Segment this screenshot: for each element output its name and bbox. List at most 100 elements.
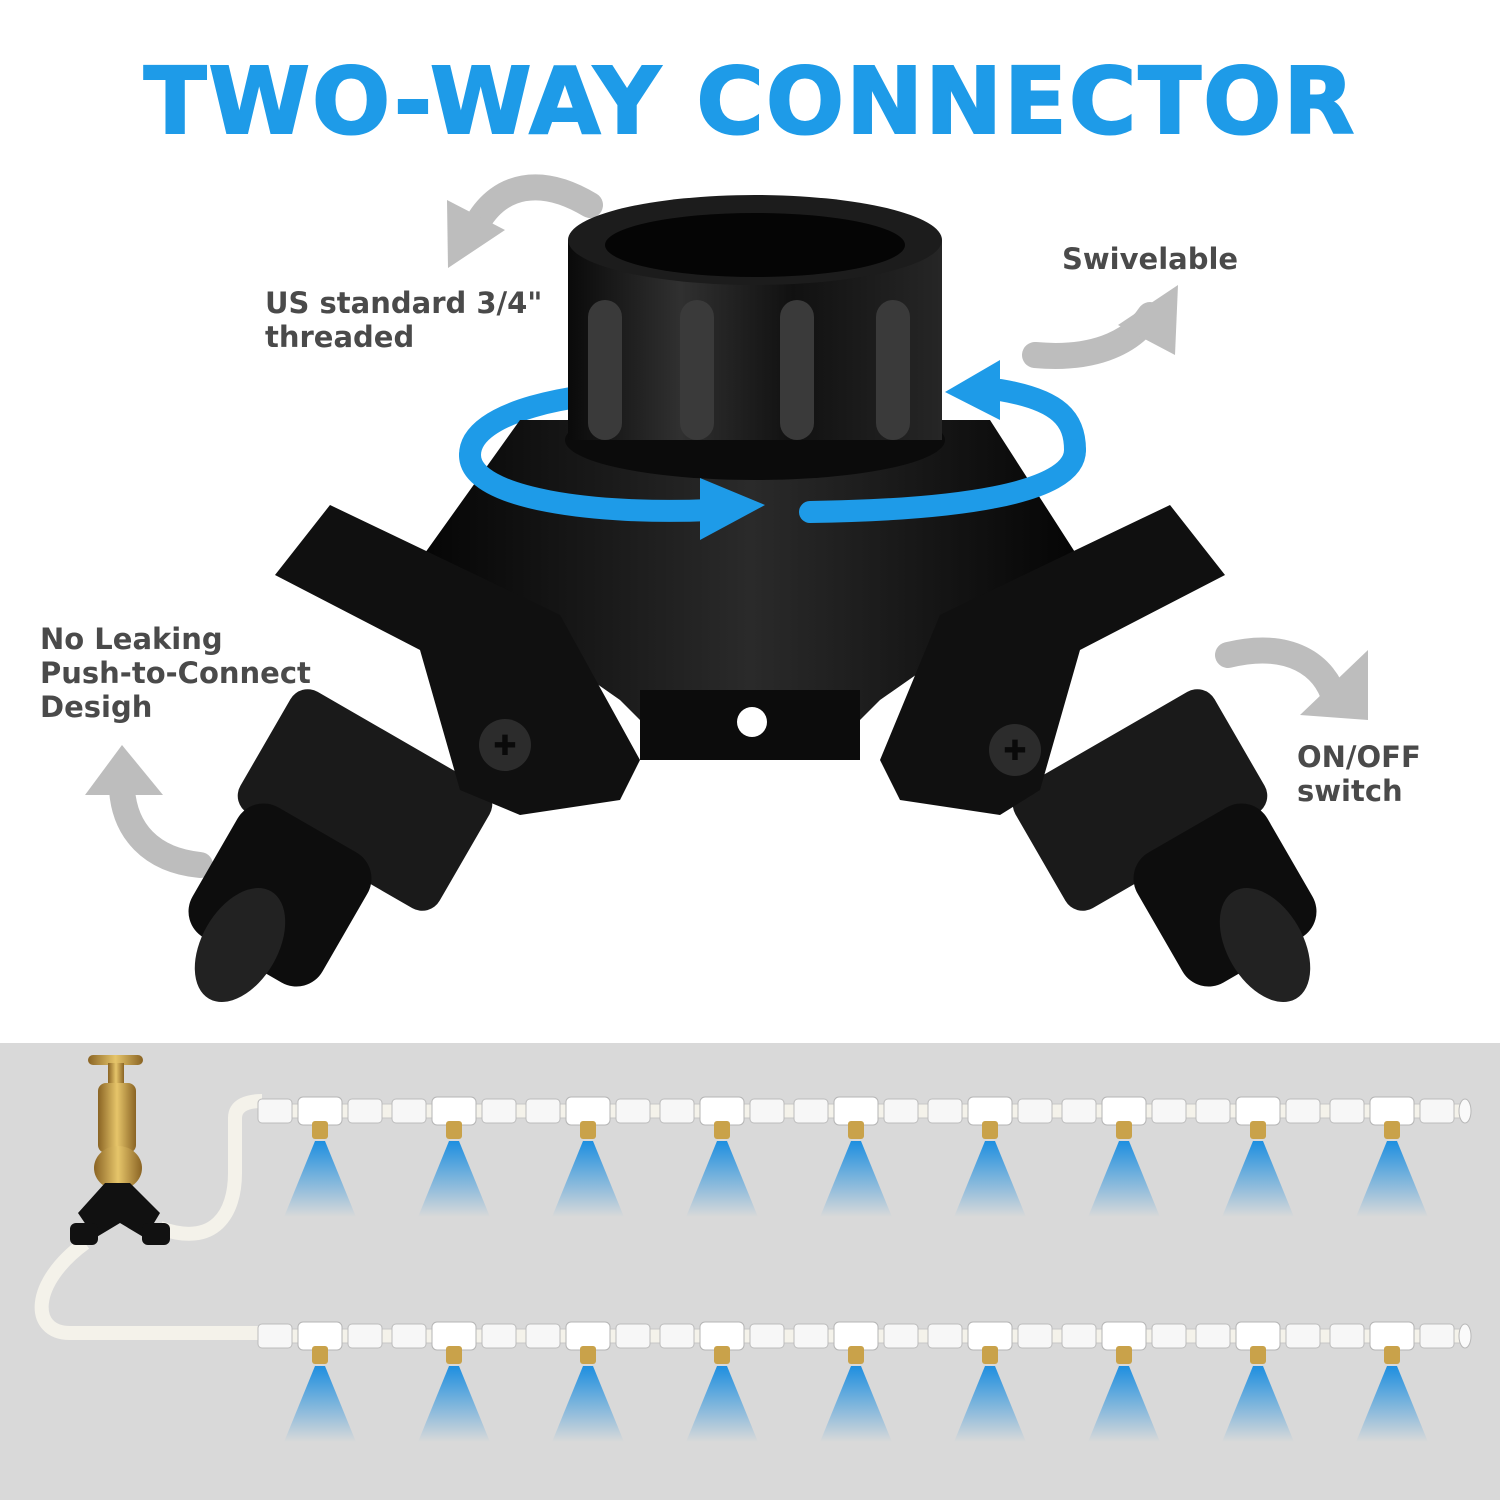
curved-arrow-icon: [109, 777, 213, 878]
tee-fitting: [967, 1096, 1013, 1126]
tee-fitting: [833, 1096, 879, 1126]
svg-text:✚: ✚: [1003, 734, 1026, 767]
coupler: [659, 1323, 695, 1349]
tee-fitting: [1235, 1321, 1281, 1351]
coupler: [525, 1098, 561, 1124]
tee-fitting: [1369, 1321, 1415, 1351]
spray-cone: [552, 1141, 624, 1217]
spray-cone: [1222, 1366, 1294, 1442]
left-valve-handle: [275, 505, 640, 815]
right-outlet: [1012, 689, 1317, 1002]
spray-cone: [820, 1141, 892, 1217]
coupler: [1017, 1098, 1053, 1124]
coupler: [1061, 1098, 1097, 1124]
tee-fitting: [967, 1321, 1013, 1351]
spray-cone: [686, 1141, 758, 1217]
coupler: [793, 1323, 829, 1349]
callout-swivel: Swivelable: [1062, 242, 1239, 276]
nozzle-icon: [312, 1121, 328, 1139]
nozzle-icon: [848, 1121, 864, 1139]
coupler: [659, 1098, 695, 1124]
spray-cone: [954, 1366, 1026, 1442]
tee-fitting: [1101, 1096, 1147, 1126]
tee-fitting: [297, 1321, 343, 1351]
curved-arrow-icon: [85, 745, 163, 795]
tee-fitting: [833, 1321, 879, 1351]
tee-fitting: [297, 1096, 343, 1126]
coupler: [481, 1323, 517, 1349]
spray-cone: [418, 1366, 490, 1442]
coupler: [1151, 1098, 1187, 1124]
line-end-cap: [1458, 1323, 1472, 1349]
tee-fitting: [431, 1321, 477, 1351]
nozzle-icon: [580, 1121, 596, 1139]
coupler: [927, 1098, 963, 1124]
nozzle-icon: [848, 1346, 864, 1364]
tee-fitting: [431, 1096, 477, 1126]
nozzle-icon: [446, 1346, 462, 1364]
tee-fitting: [699, 1321, 745, 1351]
line-end-cap: [1458, 1098, 1472, 1124]
coupler: [1329, 1098, 1365, 1124]
coupler: [481, 1098, 517, 1124]
coupler: [1329, 1323, 1365, 1349]
right-valve-handle: [880, 505, 1225, 815]
coupler: [883, 1323, 919, 1349]
faucet-icon: [70, 1055, 170, 1245]
coupler: [1017, 1323, 1053, 1349]
supply-tube: [157, 1094, 263, 1241]
callout-threaded: US standard 3/4" threaded: [265, 286, 543, 354]
page-title: TWO-WAY CONNECTOR: [143, 47, 1357, 156]
left-outlet: [188, 689, 493, 1002]
coupler: [793, 1098, 829, 1124]
callout-no-leak: No Leaking Push-to-Connect Desigh: [40, 622, 311, 724]
curved-arrow-icon: [1215, 637, 1348, 713]
coupler: [1151, 1323, 1187, 1349]
coupler: [1419, 1098, 1455, 1124]
spray-cone: [552, 1366, 624, 1442]
spray-cone: [1222, 1141, 1294, 1217]
connector-illustration: ✚ ✚: [85, 174, 1368, 1002]
misting-system-diagram: [0, 1043, 1500, 1500]
nozzle-icon: [1384, 1121, 1400, 1139]
coupler: [1285, 1098, 1321, 1124]
coupler: [391, 1323, 427, 1349]
coupler: [749, 1098, 785, 1124]
spray-cone: [820, 1366, 892, 1442]
curved-arrow-icon: [1300, 650, 1368, 720]
coupler: [927, 1323, 963, 1349]
coupler: [347, 1098, 383, 1124]
curved-arrow-icon: [447, 200, 505, 268]
coupler: [1061, 1323, 1097, 1349]
coupler: [883, 1098, 919, 1124]
coupler: [347, 1323, 383, 1349]
rotation-arrow-icon: [459, 444, 721, 522]
curved-arrow-icon: [1118, 285, 1178, 355]
nozzle-icon: [312, 1346, 328, 1364]
nozzle-icon: [1116, 1346, 1132, 1364]
coupler: [391, 1098, 427, 1124]
spray-cone: [1088, 1141, 1160, 1217]
curved-arrow-icon: [465, 174, 603, 235]
tee-fitting: [565, 1096, 611, 1126]
tee-fitting: [1369, 1096, 1415, 1126]
coupler: [615, 1098, 651, 1124]
tee-fitting: [1101, 1321, 1147, 1351]
coupler: [1195, 1098, 1231, 1124]
spray-cone: [1088, 1366, 1160, 1442]
tee-fitting: [699, 1096, 745, 1126]
coupler: [257, 1323, 293, 1349]
nozzle-icon: [714, 1121, 730, 1139]
spray-cone: [954, 1141, 1026, 1217]
callout-switch: ON/OFF switch: [1297, 740, 1421, 808]
coupler: [1195, 1323, 1231, 1349]
nozzle-icon: [1116, 1121, 1132, 1139]
spray-cone: [284, 1141, 356, 1217]
coupler: [257, 1098, 293, 1124]
nozzle-icon: [1384, 1346, 1400, 1364]
spray-cone: [284, 1366, 356, 1442]
coupler: [615, 1323, 651, 1349]
svg-text:✚: ✚: [493, 729, 516, 762]
spray-cone: [418, 1141, 490, 1217]
nozzle-icon: [714, 1346, 730, 1364]
